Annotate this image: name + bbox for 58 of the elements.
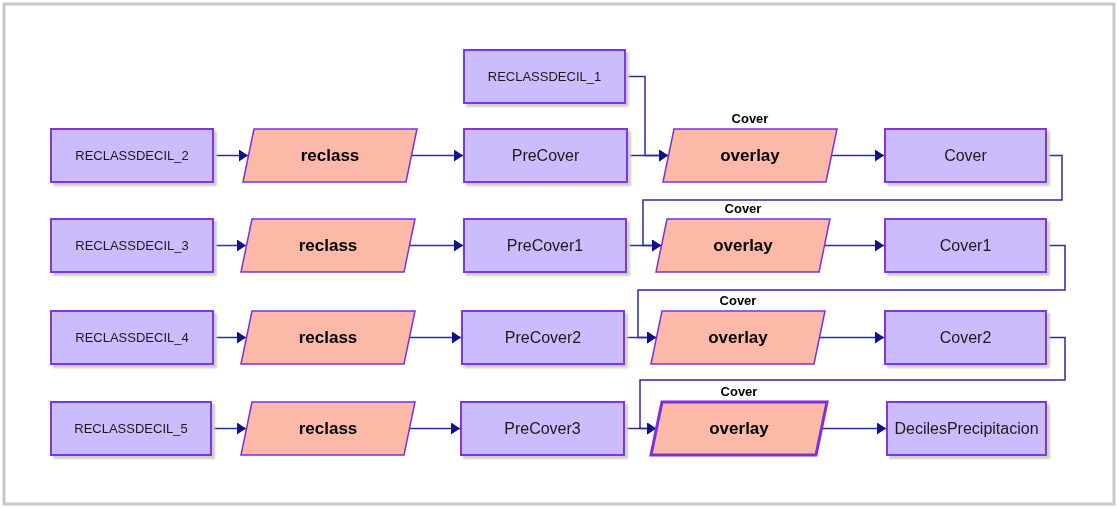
arrow [409, 239, 464, 252]
output-caption: Cover [718, 293, 758, 308]
data-box [50, 401, 212, 456]
data-box [463, 128, 628, 183]
data-box [463, 218, 627, 273]
tool-label: overlay [709, 418, 769, 439]
arrow [409, 422, 461, 435]
data-label: RECLASSDECIL_4 [75, 330, 189, 345]
process-parallelogram [240, 218, 416, 273]
data-label: RECLASSDECIL_5 [74, 421, 188, 436]
tool-label: reclass [298, 235, 358, 256]
data-box [884, 218, 1047, 273]
data-label: Cover1 [939, 236, 992, 255]
tool-label: reclass [298, 418, 358, 439]
data-label: Cover2 [939, 328, 992, 347]
data-label: RECLASSDECIL_2 [75, 148, 189, 163]
arrow [627, 149, 669, 162]
tool-label: overlay [720, 145, 780, 166]
data-label: DecilesPrecipitacion [894, 419, 1039, 438]
data-label: RECLASSDECIL_3 [75, 238, 189, 253]
data-box [463, 49, 626, 104]
arrow [213, 149, 249, 162]
data-box [884, 310, 1047, 365]
process-parallelogram [240, 401, 416, 456]
arrow [211, 422, 247, 435]
output-caption: Cover [719, 384, 759, 399]
tool-label: overlay [713, 235, 773, 256]
tool-label: reclass [300, 145, 360, 166]
data-label: Cover [944, 146, 987, 165]
output-caption: Cover [723, 201, 763, 216]
data-label: PreCover2 [504, 328, 582, 347]
tool-label: reclass [298, 327, 358, 348]
output-caption: Cover [730, 111, 770, 126]
arrow [213, 239, 247, 252]
data-label: PreCover3 [504, 419, 581, 438]
data-box [50, 128, 214, 183]
data-box [886, 401, 1047, 456]
arrow [411, 149, 464, 162]
arrow [831, 149, 885, 162]
data-box [50, 310, 214, 365]
tool-label: overlay [708, 327, 768, 348]
arrow [626, 239, 662, 252]
data-box [461, 310, 625, 365]
arrow [624, 422, 657, 435]
arrow [824, 239, 885, 252]
arrow [819, 331, 885, 344]
arrow [213, 331, 247, 344]
data-box [884, 128, 1047, 183]
data-box [460, 401, 625, 456]
process-parallelogram [242, 128, 418, 183]
data-label: PreCover [511, 146, 580, 165]
data-label: RECLASSDECIL_1 [487, 69, 602, 84]
arrow [624, 331, 657, 344]
data-box [50, 218, 214, 273]
process-parallelogram [240, 310, 416, 365]
data-label: PreCover1 [506, 236, 584, 255]
arrow [821, 422, 887, 435]
arrow [409, 331, 462, 344]
